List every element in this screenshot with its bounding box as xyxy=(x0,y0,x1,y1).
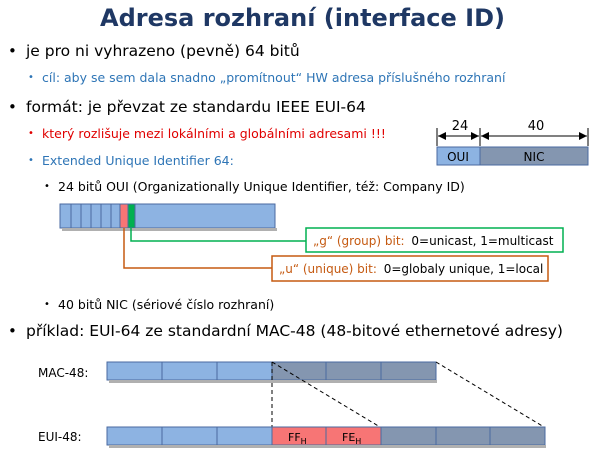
u-bit-name: „u“ (unique) bit: xyxy=(279,262,377,276)
fe-label: FEH xyxy=(342,431,361,446)
subbullet-extended-uid: Extended Unique Identifier 64: xyxy=(42,153,234,168)
ff-main: FF xyxy=(288,431,301,444)
bit-cell xyxy=(90,203,102,229)
ff-sub: H xyxy=(301,437,307,446)
slide-title: Adresa rozhraní (interface ID) xyxy=(100,4,505,32)
oui-rest-cell xyxy=(134,203,276,229)
bar-shadow xyxy=(109,380,437,383)
subsubbullet-oui: 24 bitů OUI (Organizationally Unique Ide… xyxy=(58,179,465,194)
u-bit-callout-text: „u“ (unique) bit: 0=globaly unique, 1=lo… xyxy=(279,262,543,276)
eui64-format-box: 24 40 OUI NIC xyxy=(436,119,589,166)
g-bit-callout-box xyxy=(305,227,564,253)
bullet-dot: • xyxy=(8,98,17,116)
eui-byte xyxy=(489,426,546,446)
mac-byte xyxy=(216,361,273,381)
bullet-format: formát: je převzat ze standardu IEEE EUI… xyxy=(26,98,366,116)
bit-cell xyxy=(59,203,72,229)
fe-sub: H xyxy=(355,437,361,446)
oui-bit-count: 24 xyxy=(452,119,469,134)
g-bit-callout-text: „g“ (group) bit: 0=unicast, 1=multicast xyxy=(313,234,554,248)
bullet-dot: • xyxy=(8,42,17,60)
oui-bit-bar xyxy=(59,203,277,231)
subsubbullet-nic: 40 bitů NIC (sériové číslo rozhraní) xyxy=(58,297,275,312)
bar-shadow xyxy=(109,445,546,448)
mac-byte xyxy=(271,361,327,381)
mac-byte xyxy=(325,361,382,381)
mac-byte xyxy=(161,361,218,381)
subbullet-goal: cíl: aby se sem dala snadno „promítnout“… xyxy=(42,70,506,85)
bullet-dot: • xyxy=(44,299,50,310)
eui48-label: EUI-48: xyxy=(38,430,82,444)
nic-field xyxy=(479,146,589,166)
eui-byte xyxy=(435,426,491,446)
u-bit-cell xyxy=(119,203,129,229)
g-bit-desc: 0=unicast, 1=multicast xyxy=(411,234,553,248)
oui-label: OUI xyxy=(447,150,469,164)
bullet-reserved-64-bits: je pro ni vyhrazeno (pevně) 64 bitů xyxy=(26,42,300,60)
mac-byte xyxy=(380,361,437,381)
mapping-line xyxy=(435,361,545,428)
g-bit-cell xyxy=(127,203,136,229)
eui-byte xyxy=(161,426,218,446)
bit-cell xyxy=(110,203,121,229)
bullet-dot: • xyxy=(8,322,17,340)
u-bit-desc: 0=globaly unique, 1=local xyxy=(384,262,544,276)
nic-label: NIC xyxy=(524,150,545,164)
bullet-dot: • xyxy=(44,181,50,192)
eui-byte xyxy=(106,426,163,446)
mac48-label: MAC-48: xyxy=(38,366,88,380)
bullet-example: příklad: EUI-64 ze standardní MAC-48 (48… xyxy=(26,322,563,340)
fe-main: FE xyxy=(342,431,355,444)
bit-cell xyxy=(100,203,112,229)
mac48-bar xyxy=(106,361,437,383)
ff-label: FFH xyxy=(288,431,307,446)
mapping-line xyxy=(271,361,381,428)
nic-bit-count: 40 xyxy=(528,119,545,134)
u-bit-callout-box xyxy=(271,255,549,282)
eui-byte xyxy=(380,426,437,446)
bar-shadow xyxy=(62,228,277,231)
bullet-dot: • xyxy=(28,155,34,166)
eui-byte xyxy=(216,426,273,446)
bit-cell xyxy=(70,203,82,229)
mac-byte xyxy=(106,361,163,381)
eui48-bar xyxy=(106,426,546,448)
u-bit-connector xyxy=(123,228,272,269)
bullet-dot: • xyxy=(28,128,34,139)
bullet-dot: • xyxy=(28,72,34,83)
subbullet-local-global: který rozlišuje mezi lokálními a globáln… xyxy=(42,126,386,141)
g-bit-connector xyxy=(130,228,306,242)
g-bit-name: „g“ (group) bit: xyxy=(313,234,405,248)
bit-cell xyxy=(80,203,92,229)
